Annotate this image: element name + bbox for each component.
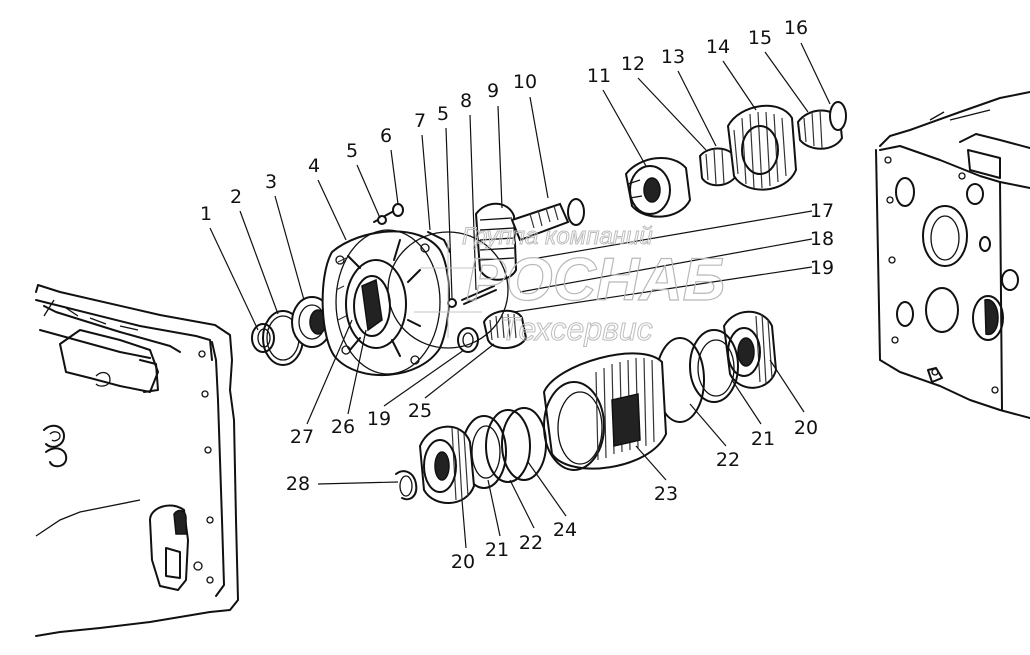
part-24-snap-ring-lower (501, 407, 547, 481)
callout-2: 2 (230, 186, 242, 208)
part-28-circlip (395, 470, 418, 501)
part-15-16-shaft-end (796, 101, 847, 150)
part-20-bearing-upper (722, 310, 778, 389)
right-housing (875, 91, 1030, 419)
callout-15: 15 (748, 27, 772, 49)
callout-22: 22 (716, 449, 740, 471)
part-20-bearing-lower (418, 425, 476, 504)
watermark-line-2: РОСНАБ (466, 246, 725, 313)
watermark-line-3: Техсервис (500, 311, 653, 347)
part-21-ring-upper (689, 329, 739, 403)
callout-25: 25 (408, 400, 432, 422)
callout-6: 6 (380, 125, 392, 147)
part-23-coupling-gear (542, 352, 668, 471)
part-12-13-spacer (698, 147, 738, 187)
callout-18: 18 (810, 228, 834, 250)
callout-19: 19 (367, 408, 391, 430)
part-5-pin-right (447, 298, 457, 308)
callout-14: 14 (706, 36, 730, 58)
part-14-gear (726, 104, 798, 191)
callout-11: 11 (587, 65, 611, 87)
callout-9: 9 (487, 80, 499, 102)
part-19-washer-lower (457, 327, 479, 353)
part-4-cover (321, 229, 451, 377)
callout-20: 20 (794, 417, 818, 439)
callout-10: 10 (513, 71, 537, 93)
callout-20: 20 (451, 551, 475, 573)
part-11-bearing-cup (624, 156, 692, 218)
callout-23: 23 (654, 483, 678, 505)
callout-1: 1 (200, 203, 212, 225)
callout-3: 3 (265, 171, 277, 193)
callout-21: 21 (751, 428, 775, 450)
callout-28: 28 (286, 473, 310, 495)
watermark-line-1: Группа компаний (462, 223, 653, 250)
part-8-shaft-pin (461, 285, 497, 305)
part-9-10-gear-shaft (474, 198, 585, 281)
callout-22: 22 (519, 532, 543, 554)
callout-5: 5 (437, 103, 449, 125)
callout-26: 26 (331, 416, 355, 438)
callout-7: 7 (414, 110, 426, 132)
callout-19: 19 (810, 257, 834, 279)
left-housing (35, 284, 239, 637)
callout-13: 13 (661, 46, 685, 68)
callout-21: 21 (485, 539, 509, 561)
callout-8: 8 (460, 90, 472, 112)
callout-17: 17 (810, 200, 834, 222)
callout-5: 5 (346, 140, 358, 162)
part-22-snap-ring-lower (485, 409, 531, 483)
leader-lines (209, 42, 831, 549)
callout-12: 12 (621, 53, 645, 75)
callout-16: 16 (784, 17, 808, 39)
watermark: Группа компаний РОСНАБ Техсервис (387, 223, 726, 349)
callout-27: 27 (290, 426, 314, 448)
callout-24: 24 (553, 519, 577, 541)
callout-4: 4 (308, 155, 320, 177)
